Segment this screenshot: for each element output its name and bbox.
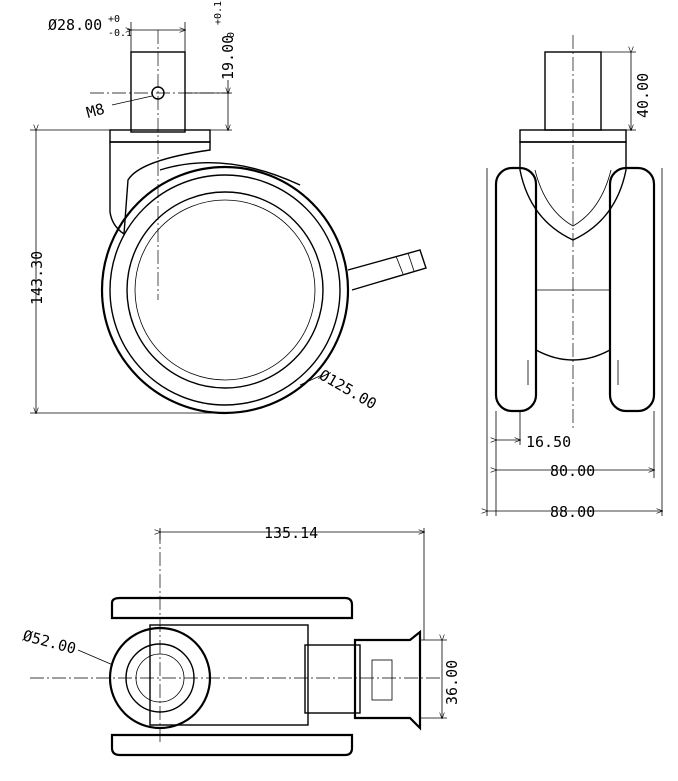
side-fork xyxy=(109,141,211,236)
dim-tread-width: 16.50 xyxy=(526,433,571,451)
side-wheel-outer xyxy=(100,165,350,415)
dim-pedal-width: 36.00 xyxy=(443,660,461,705)
top-body xyxy=(149,624,309,726)
side-wheel-ring xyxy=(109,174,341,406)
dim-wheel-diameter: Ø125.00 xyxy=(316,366,380,413)
side-wheel-inner xyxy=(126,191,324,389)
dim-brake-reach: 135.14 xyxy=(264,524,318,542)
front-hub xyxy=(535,232,611,361)
front-right-tyre xyxy=(608,166,656,413)
top-upper-tyre xyxy=(110,596,354,620)
top-lower-tyre xyxy=(110,733,354,757)
dim-dia-28-tol-lower: -0.1 xyxy=(108,28,132,39)
dim-total-height: 143.30 xyxy=(28,251,46,305)
dim-height-19: 19.00 xyxy=(219,35,237,80)
dim-stem-height: 40.00 xyxy=(634,73,652,118)
dim-wheel-span: 80.00 xyxy=(550,462,595,480)
side-view: Ø28.00 +0 -0.1 19.00 +0.1 0 M8 143.30 Ø1… xyxy=(28,1,427,415)
brake-pedal xyxy=(353,629,422,731)
dim-thread-m8: M8 xyxy=(84,100,106,122)
dim-height-19-tol-lower: 0 xyxy=(226,32,237,38)
front-left-tyre xyxy=(494,166,538,413)
side-wheel-hub xyxy=(134,199,316,381)
dim-dia-28-tol-upper: +0 xyxy=(108,14,120,25)
dim-dia-28: Ø28.00 xyxy=(48,16,102,34)
top-pedal-bracket xyxy=(304,644,361,714)
dim-height-19-tol-upper: +0.1 xyxy=(213,1,224,25)
front-view: 40.00 16.50 80.00 88.00 xyxy=(487,35,662,521)
dim-housing-diameter: Ø52.00 xyxy=(21,626,78,657)
top-view: 135.14 Ø52.00 36.00 xyxy=(21,524,461,757)
brake-lever xyxy=(347,249,427,291)
dim-overall-width: 88.00 xyxy=(550,503,595,521)
